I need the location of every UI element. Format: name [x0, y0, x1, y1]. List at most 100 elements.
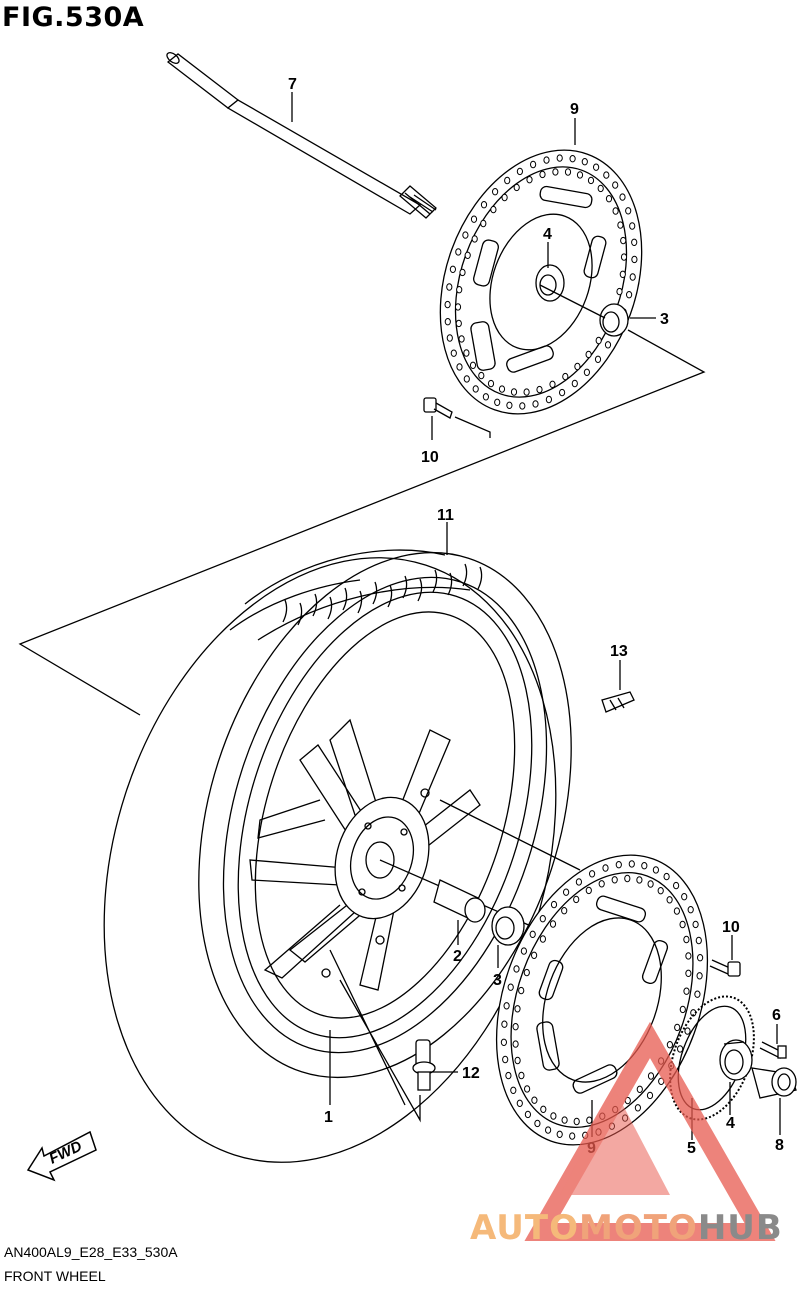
disc-hole — [531, 951, 538, 959]
disc-hole — [494, 398, 501, 406]
disc-hole — [569, 155, 576, 163]
disc-hole — [480, 219, 487, 228]
bearing-4-lower — [719, 1039, 753, 1081]
tread-mark — [372, 581, 378, 605]
disc-hole — [603, 171, 610, 179]
disc-hole — [516, 167, 524, 176]
disc-hole — [685, 969, 692, 977]
disc-hole — [563, 888, 570, 896]
disc-hole — [507, 983, 514, 991]
disc-hole — [502, 1055, 509, 1064]
disc-hole — [450, 349, 457, 357]
disc-hole — [539, 170, 546, 179]
balance-weight-13 — [601, 691, 635, 713]
disc-hole — [583, 368, 591, 376]
callout-10-upper: 10 — [421, 449, 439, 466]
disc-hole — [513, 183, 520, 192]
disc-hole — [683, 935, 690, 944]
disc-hole — [534, 1119, 541, 1128]
disc-hole — [455, 248, 462, 256]
disc-hole — [531, 1096, 538, 1104]
disc-hole — [520, 947, 528, 955]
callout-9-upper: 9 — [570, 101, 579, 118]
disc-hole — [549, 920, 557, 928]
disc-hole — [628, 860, 635, 868]
disc-hole — [652, 866, 660, 874]
disc-hole — [492, 188, 499, 196]
disc-hole — [673, 881, 680, 890]
disc-hole — [471, 235, 478, 243]
disc-hole — [518, 986, 525, 995]
disc-hole — [585, 350, 592, 359]
disc-hole — [500, 1038, 507, 1047]
disc-hole — [589, 870, 596, 878]
disc-hole — [581, 158, 588, 166]
disc-hole — [552, 168, 559, 176]
tread-mark — [387, 584, 393, 608]
tread-mark — [342, 587, 348, 611]
disc-hole — [506, 401, 513, 409]
disc-hole — [597, 184, 604, 193]
disc-hole — [446, 283, 453, 291]
callout-7: 7 — [288, 76, 297, 93]
brake-disc-lower — [495, 854, 709, 1146]
disc-hole — [503, 1002, 510, 1010]
disc-hole — [604, 341, 612, 349]
disc-hole — [512, 1022, 519, 1031]
disc-hole — [679, 920, 686, 929]
page-title: FIG.530A — [2, 2, 145, 33]
disc-hole — [679, 1005, 686, 1014]
disc-hole — [456, 363, 463, 371]
disc-hole — [636, 876, 643, 884]
disc-hole — [532, 400, 539, 408]
disc-hole — [536, 385, 543, 394]
disc-hole — [631, 255, 638, 264]
disc-hole — [501, 1020, 508, 1028]
disc-hole — [444, 300, 451, 309]
disc-hole — [514, 1005, 521, 1013]
disc-hole — [449, 265, 456, 273]
disc-hole — [523, 388, 530, 396]
callout-1: 1 — [324, 1109, 333, 1126]
disc-hole — [697, 954, 704, 962]
disc-hole — [524, 1085, 531, 1093]
collar-2 — [433, 879, 486, 923]
callout-13: 13 — [610, 643, 628, 660]
disc-hole — [587, 176, 595, 185]
disc-hole — [470, 215, 478, 223]
tread-mark — [312, 593, 318, 617]
disc-hole — [545, 395, 553, 404]
disc-hole — [559, 388, 566, 397]
disc-hole — [543, 156, 550, 164]
tread-mark — [462, 563, 468, 587]
disc-hole — [619, 270, 626, 278]
wheel-rim — [222, 576, 548, 1054]
watermark-hub: HUB — [697, 1208, 783, 1248]
callout-10-lower: 10 — [722, 919, 740, 936]
disc-hole — [646, 1091, 654, 1100]
disc-hole — [459, 268, 466, 277]
disc-hole — [573, 1117, 580, 1126]
callout-3-lower: 3 — [493, 972, 502, 989]
disc-hole — [556, 1130, 563, 1139]
watermark-wordmark: AUTOMOTOHUB — [470, 1208, 783, 1248]
disc-hole — [595, 336, 602, 345]
disc-hole — [576, 171, 584, 179]
disc-hole — [631, 238, 638, 247]
bearing-3-lower — [491, 906, 525, 946]
disc-hole — [512, 1040, 519, 1048]
callout-6: 6 — [772, 1007, 781, 1024]
disc-hole — [446, 334, 453, 342]
disc-hole — [550, 1112, 557, 1120]
disc-hole — [513, 965, 520, 973]
disc-hole — [524, 1110, 532, 1119]
disc-hole — [571, 379, 578, 388]
tread-mark — [402, 575, 408, 599]
disc-hole — [519, 402, 526, 410]
disc-hole — [556, 154, 563, 162]
disc-hole — [529, 930, 536, 938]
disc-hole — [478, 371, 485, 380]
disc-hole — [510, 388, 518, 396]
wheel-hub — [321, 788, 430, 978]
